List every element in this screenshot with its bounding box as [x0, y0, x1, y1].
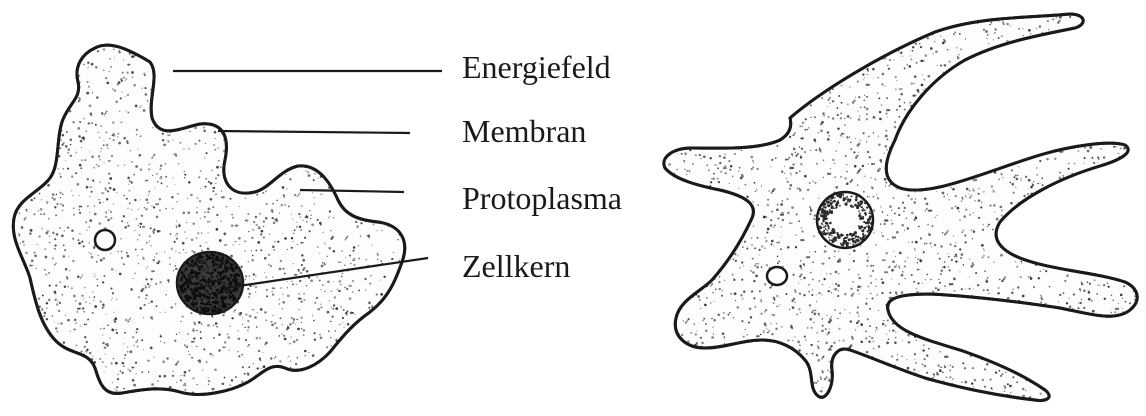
right-nucleus	[817, 192, 873, 248]
label-protoplasm: Protoplasma	[462, 180, 622, 216]
label-membrane: Membran	[462, 113, 586, 149]
left-amoeba	[4, 34, 416, 406]
left-vacuole	[95, 230, 115, 250]
label-nucleus: Zellkern	[462, 248, 570, 284]
left-amoeba-membrane	[13, 45, 404, 394]
left-nucleus	[177, 252, 243, 314]
pointer-membrane	[218, 131, 410, 133]
right-amoeba	[654, 7, 1146, 409]
label-energy-field: Energiefeld	[462, 49, 611, 85]
labels: Energiefeld Membran Protoplasma Zellkern	[462, 49, 622, 284]
right-vacuole	[767, 267, 787, 285]
